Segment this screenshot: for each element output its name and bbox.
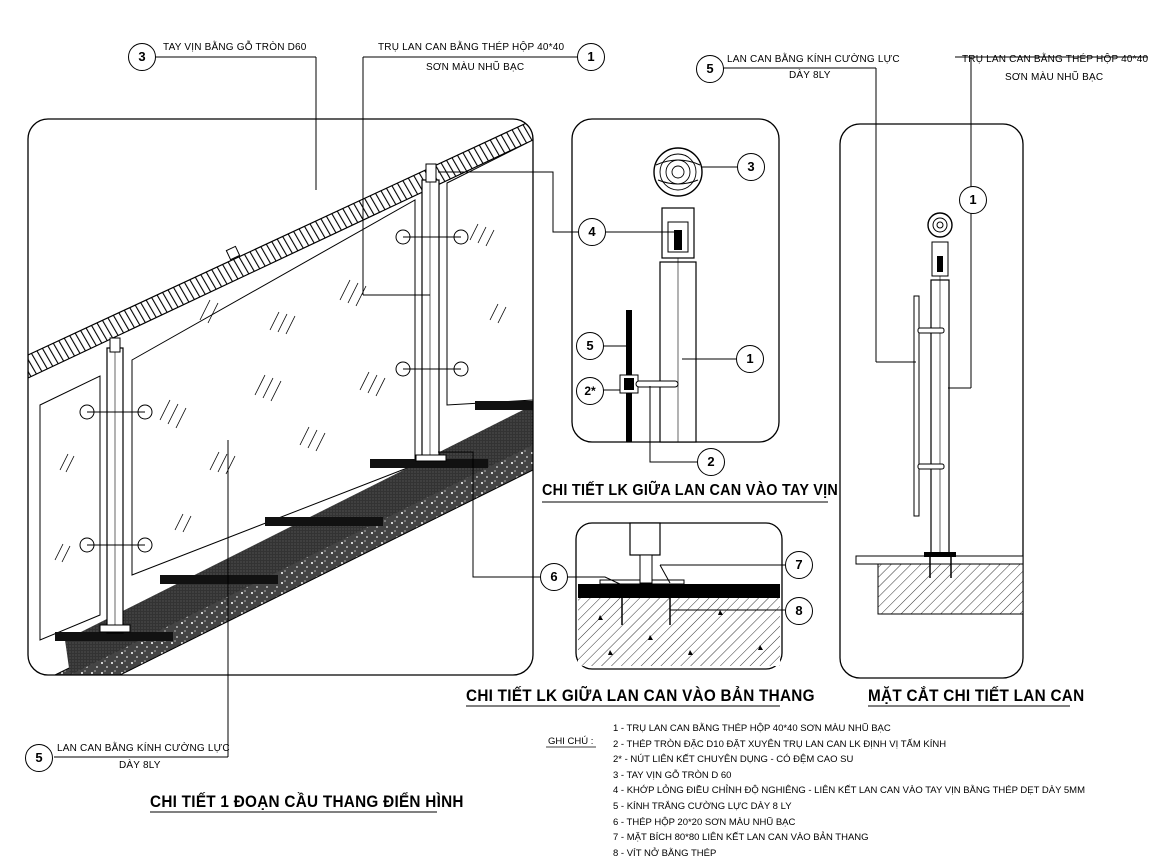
section-frame: [839, 123, 1024, 679]
callout-bubble-5: 5: [25, 744, 53, 772]
title-section: MẶT CẮT CHI TIẾT LAN CAN: [868, 686, 1085, 705]
callout-bubble-7: 7: [785, 551, 813, 579]
note-item: 6 - THÉP HỘP 20*20 SƠN MÀU NHŨ BẠC: [613, 816, 796, 828]
note-item: 4 - KHỚP LỎNG ĐIỀU CHỈNH ĐỘ NGHIÊNG - LI…: [613, 785, 1085, 797]
callout-bubble-1: 1: [959, 186, 987, 214]
callout-bubble-2: 2: [697, 448, 725, 476]
callout-bubble-4: 4: [578, 218, 606, 246]
post-right: [395, 163, 469, 462]
label-post-steel-line2: SƠN MÀU NHŨ BẠC: [426, 62, 525, 73]
title-handrail-joint: CHI TIẾT LK GIỮA LAN CAN VÀO TAY VỊN: [542, 482, 839, 499]
note-item: 2 - THÉP TRÒN ĐẶC D10 ĐẶT XUYÊN TRỤ LAN …: [613, 738, 947, 750]
note-item: 3 - TAY VỊN GỖ TRÒN D 60: [613, 769, 732, 781]
callout-bubble-1: 1: [577, 43, 605, 71]
callout-bubble-5: 5: [696, 55, 724, 83]
stair-risers: [65, 405, 533, 675]
typical-flight-view: [28, 119, 533, 675]
label-glass-line1: LAN CAN BẰNG KÍNH CƯỜNG LỰC: [727, 54, 900, 65]
label-handrail-wood: TAY VỊN BẰNG GỖ TRÒN D60: [163, 42, 307, 53]
note-item: 8 - VÍT NỞ BẰNG THÉP: [613, 847, 717, 859]
label-bottom-glass-line1: LAN CAN BẰNG KÍNH CƯỜNG LỰC: [57, 743, 230, 754]
stair-joint-frame: [575, 522, 783, 670]
callout-bubble-1: 1: [736, 345, 764, 373]
title-typical-flight: CHI TIẾT 1 ĐOẠN CẦU THANG ĐIỂN HÌNH: [150, 792, 464, 811]
note-item: 5 - KÍNH TRẮNG CƯỜNG LỰC DÀY 8 LY: [613, 800, 792, 812]
label-glass-line2: DÀY 8LY: [789, 70, 831, 81]
post-left: [79, 337, 153, 634]
glass-panel-upper: [446, 139, 533, 406]
callout-bubble-3: 3: [737, 153, 765, 181]
section-detail: [855, 212, 1024, 615]
notes-list: 1 - TRỤ LAN CAN BẰNG THÉP HỘP 40*40 SƠN …: [613, 721, 1085, 861]
label-right-post-line1: TRỤ LAN CAN BẰNG THÉP HỘP 40*40: [962, 54, 1149, 65]
leaders-stair-joint: [567, 564, 785, 611]
stair-joint-detail: [578, 522, 780, 666]
glass-panel-lower: [39, 375, 101, 641]
callout-bubble-2-star: 2*: [576, 377, 604, 405]
callout-bubble-5: 5: [576, 332, 604, 360]
note-item: 7 - MẶT BÍCH 80*80 LIÊN KẾT LAN CAN VÀO …: [613, 832, 869, 844]
callout-bubble-8: 8: [785, 597, 813, 625]
handrail-joint-detail: [619, 147, 703, 443]
stair-treads: [55, 401, 533, 641]
note-item: 1 - TRỤ LAN CAN BẰNG THÉP HỘP 40*40 SƠN …: [613, 723, 891, 734]
notes-heading: GHI CHÚ :: [548, 736, 594, 747]
leaders-mid: [603, 166, 738, 463]
leaders-left: [54, 56, 579, 758]
callout-bubble-6: 6: [540, 563, 568, 591]
label-right-post-line2: SƠN MÀU NHŨ BẠC: [1005, 72, 1104, 83]
leaders-right: [722, 56, 1148, 389]
typical-flight-frame: [27, 118, 534, 676]
label-bottom-glass-line2: DÀY 8LY: [119, 760, 161, 771]
handrail-band: [28, 119, 533, 379]
callout-bubble-3: 3: [128, 43, 156, 71]
label-post-steel-line1: TRỤ LAN CAN BẰNG THÉP HỘP 40*40: [378, 42, 565, 53]
note-item: 2* - NÚT LIÊN KẾT CHUYÊN DỤNG - CÓ ĐỆM C…: [613, 754, 854, 766]
title-stair-joint: CHI TIẾT LK GIỮA LAN CAN VÀO BẢN THANG: [466, 686, 815, 705]
